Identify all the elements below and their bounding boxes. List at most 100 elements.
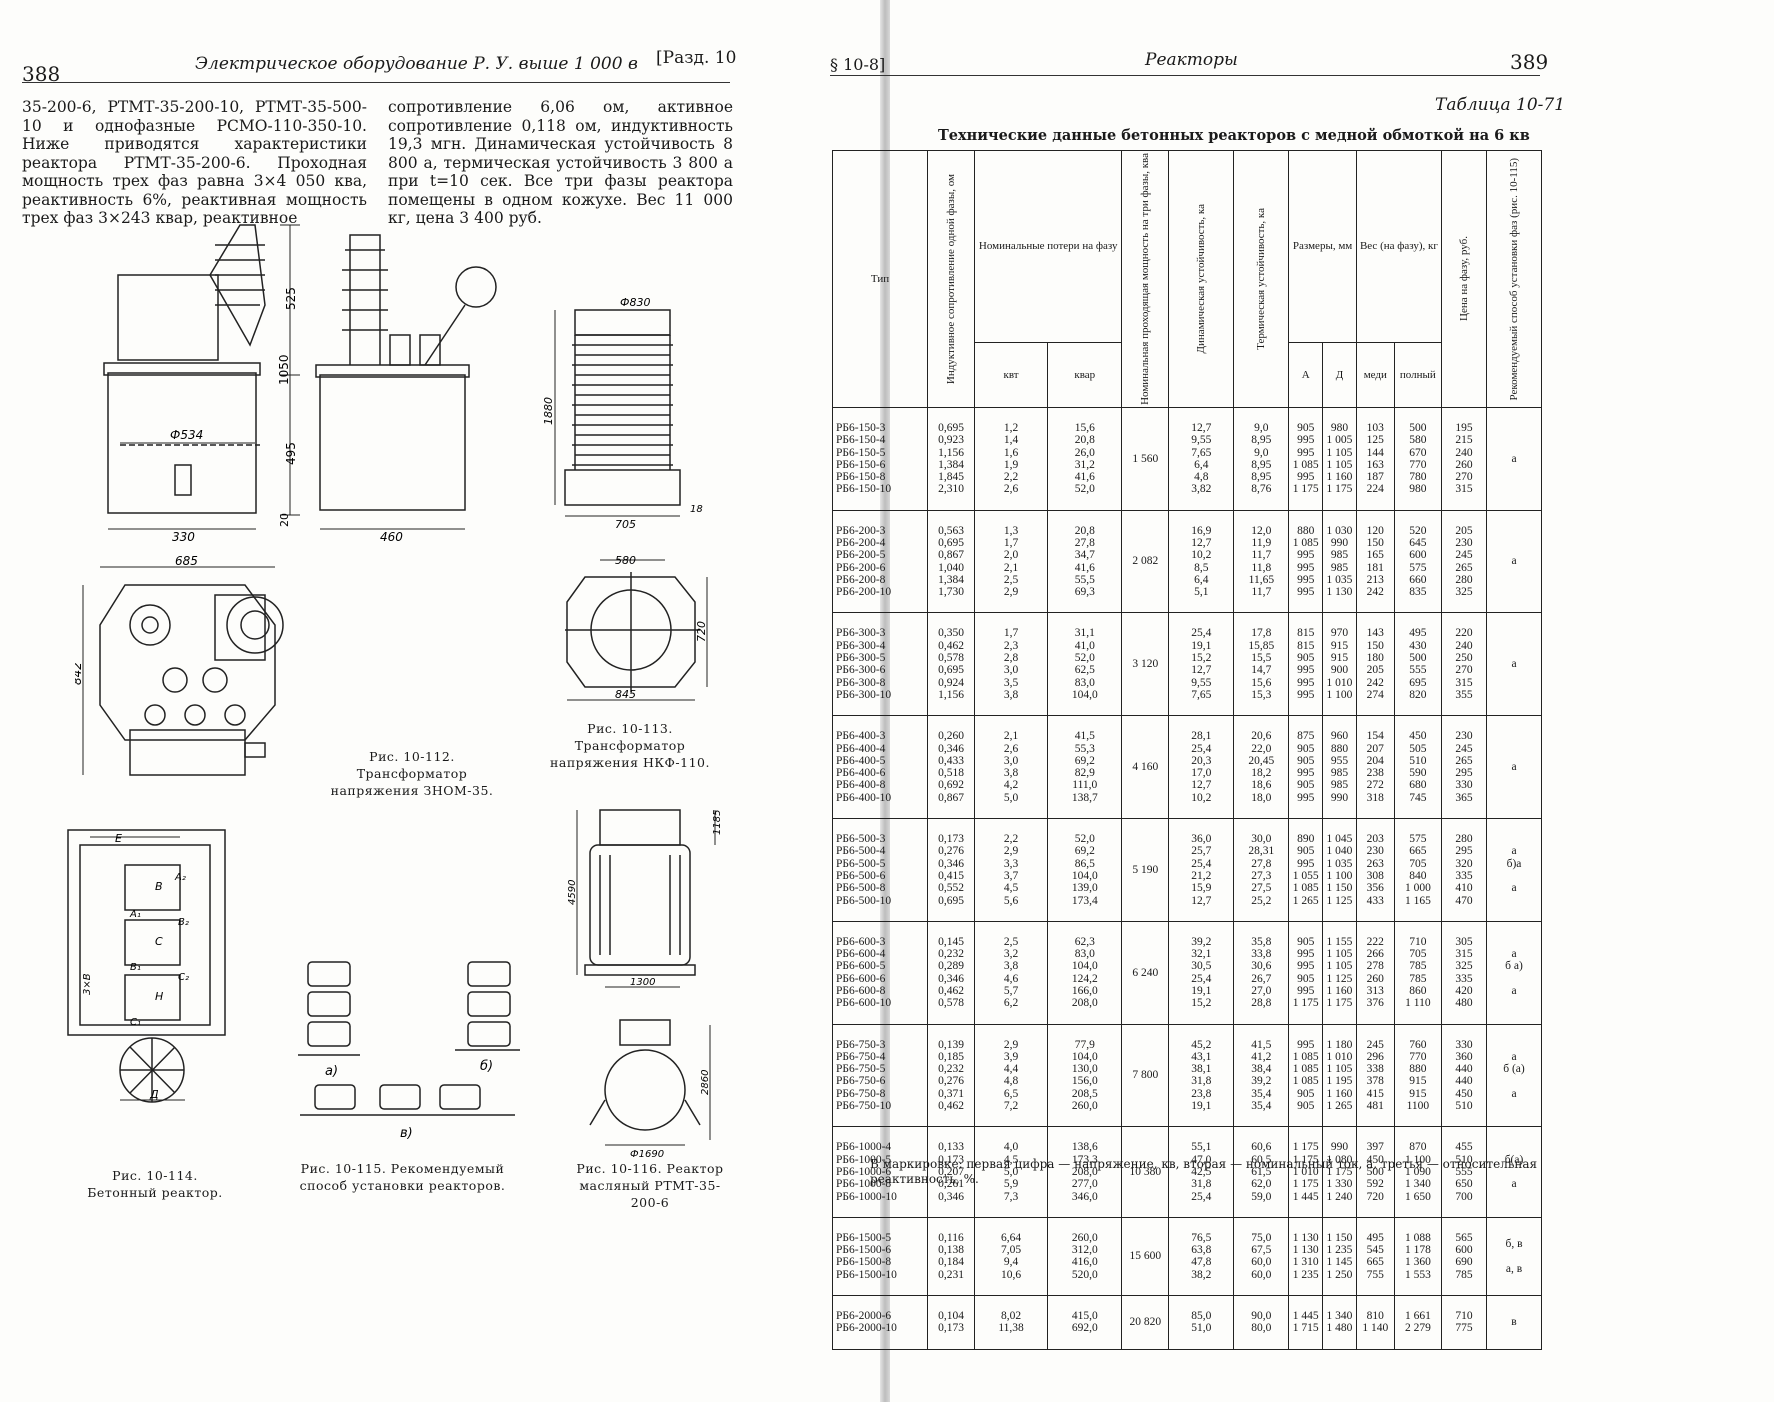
cell-inductive: 0,116 0,138 0,184 0,231 (927, 1217, 975, 1297)
cell-kvt: 2,9 3,9 4,4 4,8 6,5 7,2 (973, 1024, 1049, 1128)
dim-842: 842 (75, 662, 84, 685)
cell-dynamic: 36,0 25,7 25,4 21,2 15,9 12,7 (1168, 818, 1235, 922)
th-losses: Номинальные потери на фазу (973, 150, 1123, 343)
cell-install: а б)а а (1486, 818, 1542, 922)
th-kvar: квар (1047, 341, 1123, 408)
cell-full: 710 705 785 785 860 1 110 (1393, 921, 1443, 1025)
th-thermal: Термическая устойчивость, ка (1233, 150, 1290, 408)
cell-size-d: 1 150 1 235 1 145 1 250 (1322, 1217, 1357, 1297)
cell-power: 3 120 (1121, 612, 1170, 717)
th-size-a: А (1288, 341, 1324, 408)
dim-A2: A₂ (174, 872, 186, 883)
cell-inductive: 0,563 0,695 0,867 1,040 1,384 1,730 (927, 510, 975, 614)
th-power: Номинальная проходящая мощность на три ф… (1121, 150, 1170, 408)
cell-copper: 203 230 263 308 356 433 (1355, 818, 1395, 922)
cell-kvt: 8,02 11,38 (973, 1295, 1049, 1350)
cell-inductive: 0,695 0,923 1,156 1,384 1,845 2,310 (927, 407, 975, 511)
cell-power: 2 082 (1121, 510, 1170, 614)
cell-kvar: 52,0 69,2 86,5 104,0 139,0 173,4 (1047, 818, 1123, 922)
cell-size-d: 980 1 005 1 105 1 105 1 160 1 175 (1322, 407, 1357, 511)
cell-power: 15 600 (1121, 1217, 1170, 1297)
cell-power: 20 820 (1121, 1295, 1170, 1350)
cell-thermal: 9,0 8,95 9,0 8,95 8,95 8,76 (1233, 407, 1290, 511)
cell-copper: 245 296 338 378 415 481 (1355, 1024, 1395, 1128)
section-ref-left: [Разд. 10 (656, 48, 737, 68)
cell-kvt: 2,1 2,6 3,0 3,8 4,2 5,0 (973, 715, 1049, 820)
cell-type: РБ6-1000-4 РБ6-1000-5 РБ6-1000-6 РБ6-100… (832, 1126, 928, 1218)
cell-install: а б а) а (1486, 921, 1542, 1025)
table-row-group: РБ6-200-3 РБ6-200-4 РБ6-200-5 РБ6-200-6 … (832, 510, 1542, 614)
cell-type: РБ6-2000-6 РБ6-2000-10 (832, 1295, 928, 1350)
cell-kvar: 77,9 104,0 130,0 156,0 208,5 260,0 (1047, 1024, 1123, 1128)
cell-full: 1 661 2 279 (1393, 1295, 1443, 1350)
cell-thermal: 35,8 33,8 30,6 26,7 27,0 28,8 (1233, 921, 1290, 1025)
cell-inductive: 0,173 0,276 0,346 0,415 0,552 0,695 (927, 818, 975, 922)
cell-thermal: 75,0 67,5 60,0 60,0 (1233, 1217, 1290, 1297)
cell-kvt: 1,7 2,3 2,8 3,0 3,5 3,8 (973, 612, 1049, 717)
cell-inductive: 0,104 0,173 (927, 1295, 975, 1350)
cell-price: 305 315 325 335 420 480 (1441, 921, 1487, 1025)
cell-size-a: 880 1 085 995 995 995 995 (1288, 510, 1324, 614)
th-price: Цена на фазу, руб. (1441, 150, 1487, 408)
dim-330: 330 (172, 530, 195, 544)
table-title: Технические данные бетонных реакторов с … (938, 127, 1530, 144)
th-weight: Вес (на фазу), кг (1355, 150, 1443, 343)
th-full: полный (1393, 341, 1443, 408)
cell-size-a: 1 445 1 715 (1288, 1295, 1324, 1350)
caption-fig-113: Рис. 10-113. Трансформатор напряжения НК… (550, 721, 710, 770)
cell-size-d: 1 030 990 985 985 1 035 1 130 (1322, 510, 1357, 614)
page-number-right: 389 (1510, 50, 1549, 74)
dim-A1: A₁ (129, 909, 141, 920)
body-col-1: 35-200-6, РТМТ-35-200-10, РТМТ-35-500-10… (22, 98, 367, 227)
cell-size-d: 1 180 1 010 1 105 1 195 1 160 1 265 (1322, 1024, 1357, 1128)
fig-115-installation: а) б) в) (298, 961, 520, 1140)
cell-thermal: 20,6 22,0 20,45 18,2 18,6 18,0 (1233, 715, 1290, 820)
cell-inductive: 0,145 0,232 0,289 0,346 0,462 0,578 (927, 921, 975, 1025)
cell-copper: 810 1 140 (1355, 1295, 1395, 1350)
cell-kvar: 138,6 173,3 208,0 277,0 346,0 (1047, 1126, 1123, 1218)
dim-705: 705 (615, 518, 636, 530)
cell-dynamic: 76,5 63,8 47,8 38,2 (1168, 1217, 1235, 1297)
dim-C: C (155, 935, 163, 948)
cell-copper: 495 545 665 755 (1355, 1217, 1395, 1297)
dim-18: 18 (690, 504, 703, 515)
dim-580: 580 (615, 554, 636, 567)
dim-H: H (155, 990, 163, 1003)
cell-inductive: 0,260 0,346 0,433 0,518 0,692 0,867 (927, 715, 975, 820)
dim-525: 525 (284, 287, 298, 310)
cell-size-a: 905 995 995 905 995 1 175 (1288, 921, 1324, 1025)
cell-inductive: 0,133 0,173 0,207 0,261 0,346 (927, 1126, 975, 1218)
table-row-group: РБ6-1500-5 РБ6-1500-6 РБ6-1500-8 РБ6-150… (832, 1217, 1542, 1297)
table-row-group: РБ6-500-3 РБ6-500-4 РБ6-500-5 РБ6-500-6 … (832, 818, 1542, 922)
dim-3xB: 3×B (82, 973, 93, 995)
caption-fig-112: Рис. 10-112. Трансформатор напряжения ЗН… (330, 749, 494, 798)
cell-full: 495 430 500 555 695 820 (1393, 612, 1443, 717)
cell-price: 710 775 (1441, 1295, 1487, 1350)
fig-114-reactor: E B A₁ A₂ C B₂ B₁ H C₂ C₁ 3×B Д (67, 829, 226, 1103)
dim-460: 460 (380, 530, 403, 544)
cell-thermal: 90,0 80,0 (1233, 1295, 1290, 1350)
cell-kvt: 2,2 2,9 3,3 3,7 4,5 5,6 (973, 818, 1049, 922)
dim-C1: C₁ (130, 1017, 141, 1028)
cell-dynamic: 85,0 51,0 (1168, 1295, 1235, 1350)
cell-power: 1 560 (1121, 407, 1170, 511)
cell-inductive: 0,139 0,185 0,232 0,276 0,371 0,462 (927, 1024, 975, 1128)
cell-type: РБ6-400-3 РБ6-400-4 РБ6-400-5 РБ6-400-6 … (832, 715, 928, 820)
dim-B: B (155, 880, 163, 893)
fig-113-top: 580 720 845 (565, 554, 708, 701)
cell-kvt: 2,5 3,2 3,8 4,6 5,7 6,2 (973, 921, 1049, 1025)
body-col-2: сопротивление 6,06 ом, активное сопротив… (388, 98, 733, 227)
cell-size-a: 905 995 995 1 085 995 1 175 (1288, 407, 1324, 511)
cell-full: 500 580 670 770 780 980 (1393, 407, 1443, 511)
cell-copper: 143 150 180 205 242 274 (1355, 612, 1395, 717)
cell-size-a: 815 815 905 995 995 995 (1288, 612, 1324, 717)
cell-price: 205 230 245 265 280 325 (1441, 510, 1487, 614)
dim-f1690: Ф1690 (630, 1149, 664, 1160)
reactor-data-table: Тип Индуктивное сопротивление одной фазы… (832, 150, 1542, 1350)
fig-113-side: Ф830 1880 705 18 (542, 296, 703, 530)
fig-116-oil-reactor: 1185 4590 1300 2860 Ф1690 (567, 809, 723, 1160)
dim-C2: C₂ (178, 972, 189, 983)
dim-1880: 1880 (542, 397, 555, 425)
fig-112-side-views: 525 1050 495 20 Ф534 330 460 (103, 224, 497, 544)
